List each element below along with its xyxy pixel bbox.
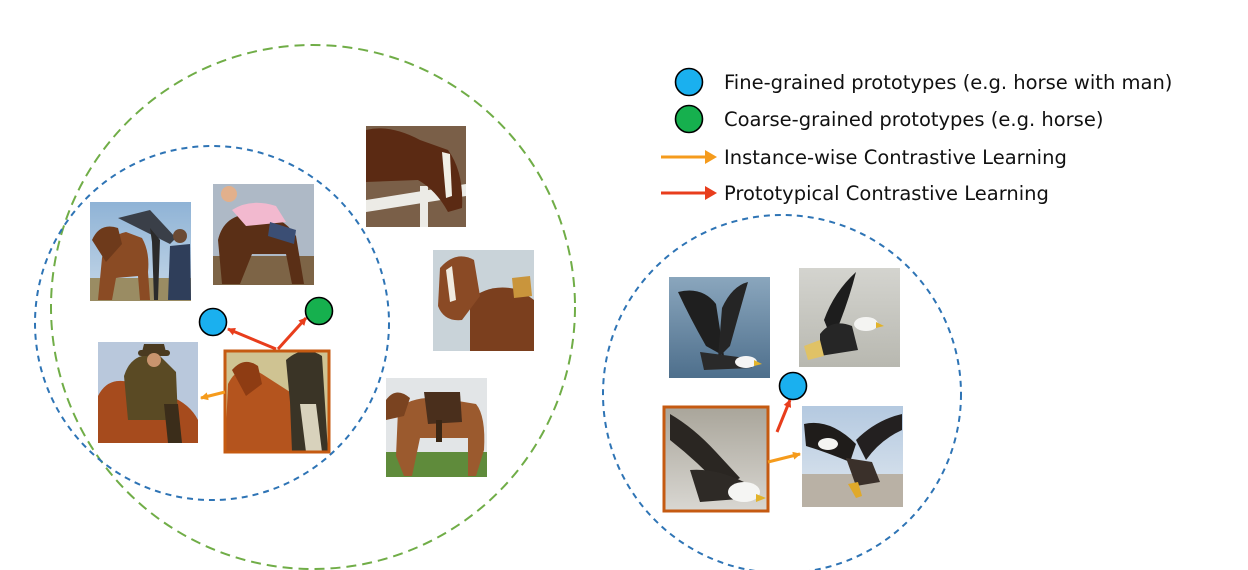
image-eagle-2	[799, 268, 900, 367]
image-horse-rider-pink	[213, 184, 314, 285]
image-cowboy-rider	[98, 342, 198, 443]
coarse-cluster-boundary-horse	[50, 44, 576, 570]
legend-label-instance-contrastive: Instance-wise Contrastive Learning	[724, 145, 1067, 169]
legend-item-prototypical-contrastive: Prototypical Contrastive Learning	[658, 177, 1049, 209]
legend-item-fine-prototype: Fine-grained prototypes (e.g. horse with…	[658, 66, 1172, 98]
instance-arrow-eagle	[767, 451, 801, 464]
legend-label-coarse-prototype: Coarse-grained prototypes (e.g. horse)	[724, 107, 1104, 131]
fine-cluster-boundary-eagle	[602, 214, 962, 570]
prototypical-arrow-eagle	[775, 399, 792, 433]
prototypical-arrow-horse-fine	[227, 327, 277, 351]
fine-cluster-boundary-horse	[34, 145, 390, 501]
legend-marker-circle-green	[658, 103, 720, 135]
image-anchor-eagle	[662, 405, 770, 513]
legend-item-instance-contrastive: Instance-wise Contrastive Learning	[658, 141, 1067, 173]
legend-label-fine-prototype: Fine-grained prototypes (e.g. horse with…	[724, 70, 1173, 94]
instance-arrow-horse	[200, 390, 226, 401]
image-eagle-catch	[802, 406, 903, 507]
image-anchor-rider	[223, 349, 331, 454]
anchor-frame-horse	[223, 349, 331, 454]
legend-marker-arrow-red	[658, 177, 720, 209]
fine-prototype-horse	[198, 307, 228, 337]
prototypical-arrow-horse-coarse	[276, 316, 308, 351]
legend-marker-arrow-orange	[658, 141, 720, 173]
image-horse-cart	[90, 202, 191, 301]
fine-prototype-eagle	[778, 371, 808, 401]
coarse-prototype-horse	[304, 296, 334, 326]
anchor-frame-eagle	[662, 405, 770, 513]
legend-item-coarse-prototype: Coarse-grained prototypes (e.g. horse)	[658, 103, 1103, 135]
image-saddled-horse	[386, 378, 487, 477]
image-eagle-1	[669, 277, 770, 378]
legend-marker-circle-blue	[658, 66, 720, 98]
legend-label-prototypical-contrastive: Prototypical Contrastive Learning	[724, 181, 1049, 205]
image-horse-head-fence	[366, 126, 466, 227]
image-horse-bridle	[433, 250, 534, 351]
